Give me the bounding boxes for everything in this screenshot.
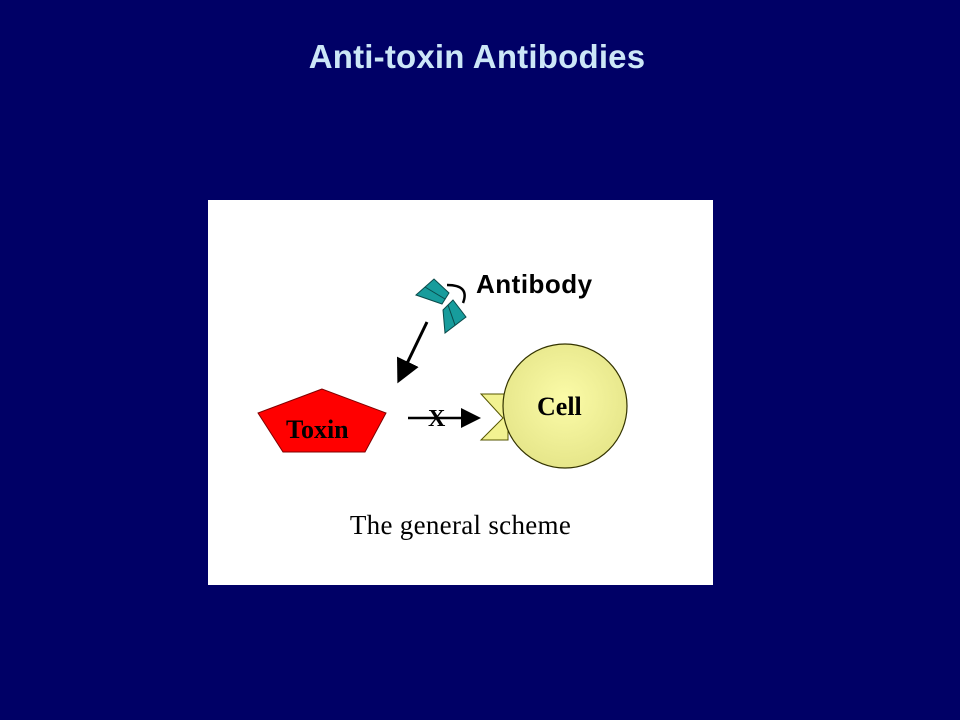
antibody-label: Antibody [476, 269, 593, 299]
antibody-icon [415, 278, 467, 334]
diagram-caption: The general scheme [349, 510, 572, 540]
cell-label: Cell [537, 392, 582, 421]
diagram-canvas [257, 278, 628, 469]
receptor-shape [479, 393, 509, 441]
diagram-panel: Antibody Toxin X Cell The general scheme [208, 200, 713, 585]
slide-title: Anti-toxin Antibodies [308, 38, 646, 75]
cell-shape [502, 343, 628, 469]
blocked-marker: X [428, 406, 446, 432]
toxin-label: Toxin [286, 415, 349, 444]
binding-arrow [397, 321, 429, 384]
toxin-shape [257, 388, 387, 453]
